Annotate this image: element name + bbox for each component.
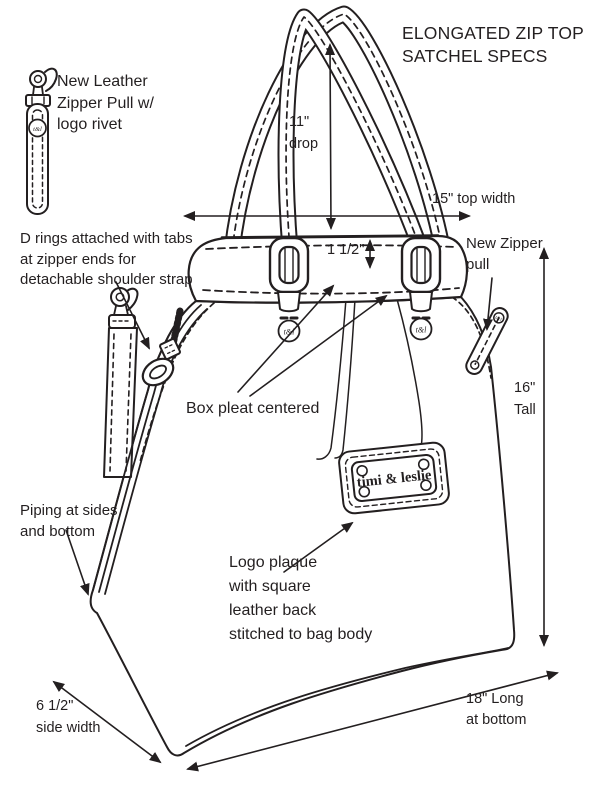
page-title: ELONGATED ZIP TOP SATCHEL SPECS [402,23,585,66]
box-pleat-arrow-1 [237,284,335,393]
new-zipper-pull: t&l [465,307,509,375]
d-ring-arrow [115,281,150,350]
new-zipper-note: New Zipper pull [466,235,543,273]
tall-dimension-label: 16" Tall [514,380,536,419]
bottom-length-dimension-line [186,670,559,772]
handle-tab-right: t&l [400,236,442,341]
logo-rivet-icon [409,317,433,341]
logo-plaque-note: Logo plaque with square leather back sti… [229,554,373,643]
top-width-dimension-label: 15" top width [432,191,516,207]
swivel-clip-icon [110,287,130,307]
rivet-monogram: t&l [33,126,42,133]
piping-note: Piping at sides and bottom [20,502,118,540]
box-pleat [316,298,423,460]
bottom-length-dimension-label: 18" Long at bottom [466,691,527,729]
dimension-arrows [52,43,559,772]
piping-arrow [65,529,90,596]
plaque-text: timi & leslie [356,467,433,491]
annotation-arrows [65,277,493,596]
d-rings-note: D rings attached with tabs at zipper end… [20,230,193,289]
drop-dimension-line [325,43,336,230]
rivet-monogram: t&l [494,315,503,323]
side-width-dimension-line [52,680,162,764]
zipper-pull-detail: t&l [25,67,58,215]
handle-tab-left: t&l [268,236,310,343]
left-edge-stitching [139,302,215,463]
shoulder-strap [103,287,139,478]
logo-plaque: timi & leslie [338,441,450,515]
logo-plaque-arrow [283,521,354,573]
box-pleat-note: Box pleat centered [186,400,320,417]
side-width-dimension-label: 6 1/2" side width [36,698,101,736]
new-zipper-pull-arrow [482,277,493,331]
rivet-monogram: t&l [284,328,295,337]
box-pleat-arrow-2 [249,294,388,397]
rivet-monogram: t&l [416,326,427,335]
logo-rivet-icon [493,312,505,324]
pull-note: New Leather Zipper Pull w/ logo rivet [57,73,154,134]
band-height-dimension-label: 1 1/2" [327,242,365,258]
handle-back [223,5,452,261]
handle-front [277,8,430,259]
logo-rivet-icon [277,319,301,343]
drop-dimension-label: 11" drop [289,114,319,152]
d-ring [141,338,181,387]
logo-rivet-icon [28,118,47,138]
